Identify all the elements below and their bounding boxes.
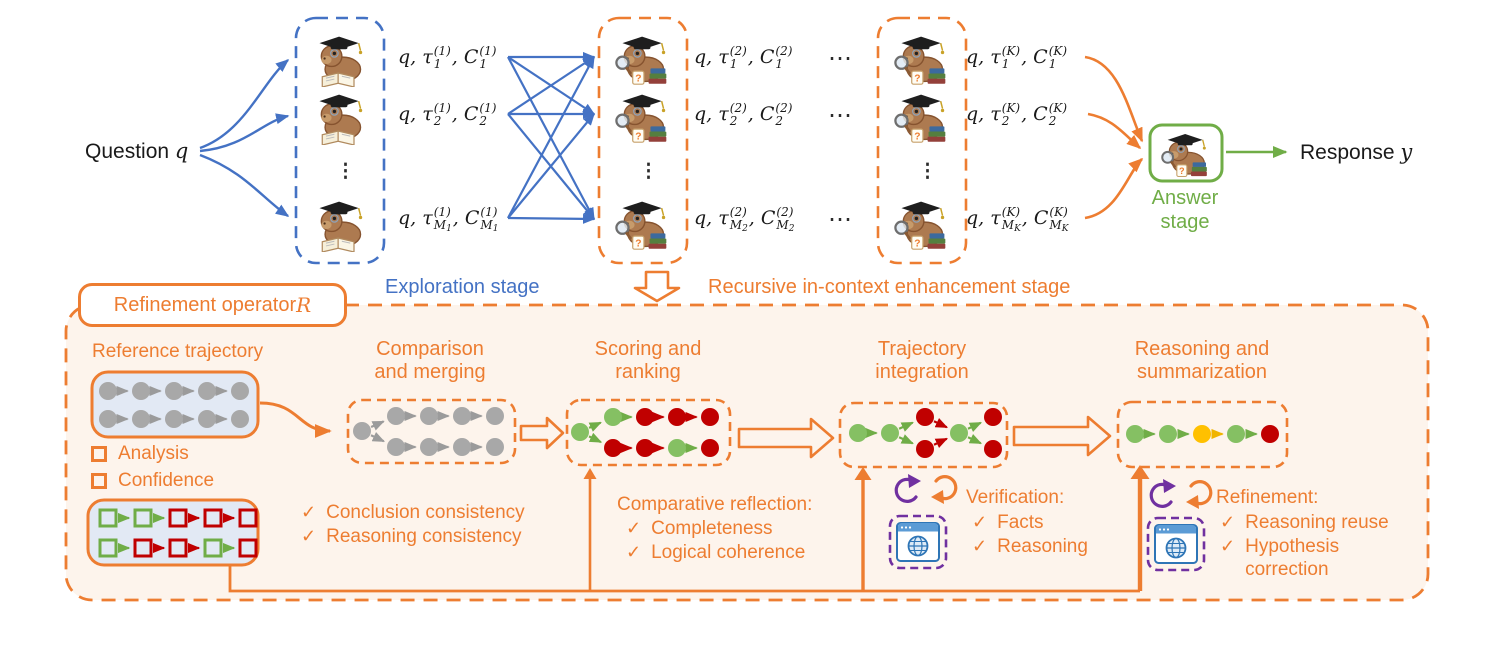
- capybara-agent-icon: [309, 89, 371, 146]
- check-facts: ✓Facts: [972, 512, 1044, 533]
- trajectory-label: q, τ(1)1, C(1)1: [398, 44, 497, 71]
- columns-ellipsis: ⋯: [828, 206, 854, 233]
- capybara-agent-icon: ?: [891, 89, 953, 145]
- web-browser-globe-icon: [1146, 516, 1206, 572]
- stage-down-arrow-icon: [633, 270, 681, 303]
- check-reasoning-reuse: ✓Reasoning reuse: [1220, 512, 1389, 533]
- trajectory-label: q, τ(1)2, C(1)2: [398, 101, 497, 128]
- legend-square-icon: [91, 473, 107, 489]
- trajectory-label: q, τ(1)M1, C(1)M1: [398, 204, 499, 234]
- graph-analysis_confidence_chains: [98, 508, 258, 558]
- legend-square-icon: [91, 446, 107, 462]
- capybara-agent-icon: ?: [891, 196, 953, 252]
- exploration-cross-arrows: [507, 51, 596, 224]
- step-box-scoring_ranking: [565, 398, 732, 467]
- capybara-agent-icon: ?: [612, 31, 674, 87]
- capybara-agent-icon: ?: [891, 31, 953, 87]
- block-arrow-icon: [737, 417, 835, 459]
- column-vdots: ⋮: [336, 161, 355, 182]
- refinement-heading: Refinement:: [1216, 487, 1319, 508]
- graph-scoring_ranking: [571, 408, 719, 457]
- trajectory-label: q, τ(K)2, C(K)2: [966, 101, 1068, 128]
- recursive-stage-label: Recursive in-context enhancement stage: [708, 276, 1071, 298]
- svg-text:?: ?: [914, 73, 920, 84]
- svg-text:?: ?: [635, 73, 641, 84]
- column-vdots: ⋮: [639, 161, 658, 182]
- check-reasoning: ✓Reasoning: [972, 536, 1088, 557]
- refresh-cycle-icon: [894, 474, 958, 504]
- step-box-reasoning_summarization: [1116, 400, 1289, 469]
- reference-trajectory-title: Reference trajectory: [92, 341, 264, 362]
- svg-text:?: ?: [1179, 166, 1185, 176]
- svg-text:?: ?: [635, 131, 641, 142]
- question-label: Question q: [85, 139, 189, 163]
- feedback-connector: [228, 465, 1150, 593]
- check-icon: ✓: [1220, 536, 1236, 556]
- graph-reference_trajectory: [99, 382, 249, 428]
- graph-reasoning_summarization: [1126, 425, 1279, 443]
- columns-ellipsis: ⋯: [828, 45, 854, 72]
- block-arrow-icon: [1012, 415, 1112, 457]
- capybara-agent-icon: [309, 31, 371, 88]
- analysis-confidence-box: [86, 498, 260, 567]
- refresh-cycle-icon: [1149, 479, 1213, 509]
- columns-ellipsis: ⋯: [828, 102, 854, 129]
- verification-heading: Verification:: [966, 487, 1065, 508]
- svg-text:?: ?: [914, 131, 920, 142]
- response-label: Response y: [1300, 140, 1413, 164]
- column-vdots: ⋮: [918, 161, 937, 182]
- check-logical-coherence: ✓Logical coherence: [626, 542, 806, 563]
- trajectory-label: q, τ(2)M2, C(2)M2: [694, 204, 795, 234]
- check-icon: ✓: [301, 526, 317, 546]
- trajectory-label: q, τ(2)2, C(2)2: [694, 101, 793, 128]
- capybara-agent-icon: ?: [612, 196, 674, 252]
- web-browser-globe-icon: [888, 514, 948, 570]
- check-icon: ✓: [626, 518, 642, 538]
- exploration-stage-label: Exploration stage: [385, 276, 540, 298]
- check-reasoning-consistency: ✓Reasoning consistency: [301, 526, 522, 547]
- refinement-operator-box: [64, 303, 1430, 602]
- check-icon: ✓: [301, 502, 317, 522]
- svg-text:?: ?: [635, 238, 641, 249]
- legend-confidence: Confidence: [91, 470, 214, 492]
- legend-analysis: Analysis: [91, 443, 189, 465]
- step-box-comparison_merging: [346, 398, 517, 465]
- refinement-operator-title: Refinement operator R: [78, 283, 347, 327]
- capybara-agent-icon: [309, 196, 371, 253]
- trajectory-label: q, τ(K)MK, C(K)MK: [966, 204, 1069, 234]
- trajectory-label: q, τ(K)1, C(K)1: [966, 44, 1068, 71]
- block-arrow-icon: [519, 416, 565, 450]
- reference-to-comparison-arrow: [259, 401, 332, 438]
- graph-trajectory_integration: [849, 408, 1002, 458]
- capybara-answer-agent-icon: ?: [1158, 129, 1214, 179]
- check-icon: ✓: [972, 536, 988, 556]
- check-hypothesis-correction: ✓Hypothesis correction: [1220, 536, 1340, 580]
- graph-comparison_merging: [353, 407, 504, 456]
- answer-converge-arrows: [1084, 55, 1144, 220]
- capybara-agent-icon: ?: [612, 89, 674, 145]
- trajectory-label: q, τ(2)1, C(2)1: [694, 44, 793, 71]
- check-completeness: ✓Completeness: [626, 518, 773, 539]
- step-box-trajectory_integration: [838, 401, 1009, 469]
- comparative-reflection-heading: Comparative reflection:: [617, 494, 813, 515]
- check-icon: ✓: [972, 512, 988, 532]
- check-icon: ✓: [1220, 512, 1236, 532]
- svg-text:?: ?: [914, 238, 920, 249]
- question-fan-arrows: [199, 59, 290, 217]
- check-icon: ✓: [626, 542, 642, 562]
- check-conclusion-consistency: ✓Conclusion consistency: [301, 502, 525, 523]
